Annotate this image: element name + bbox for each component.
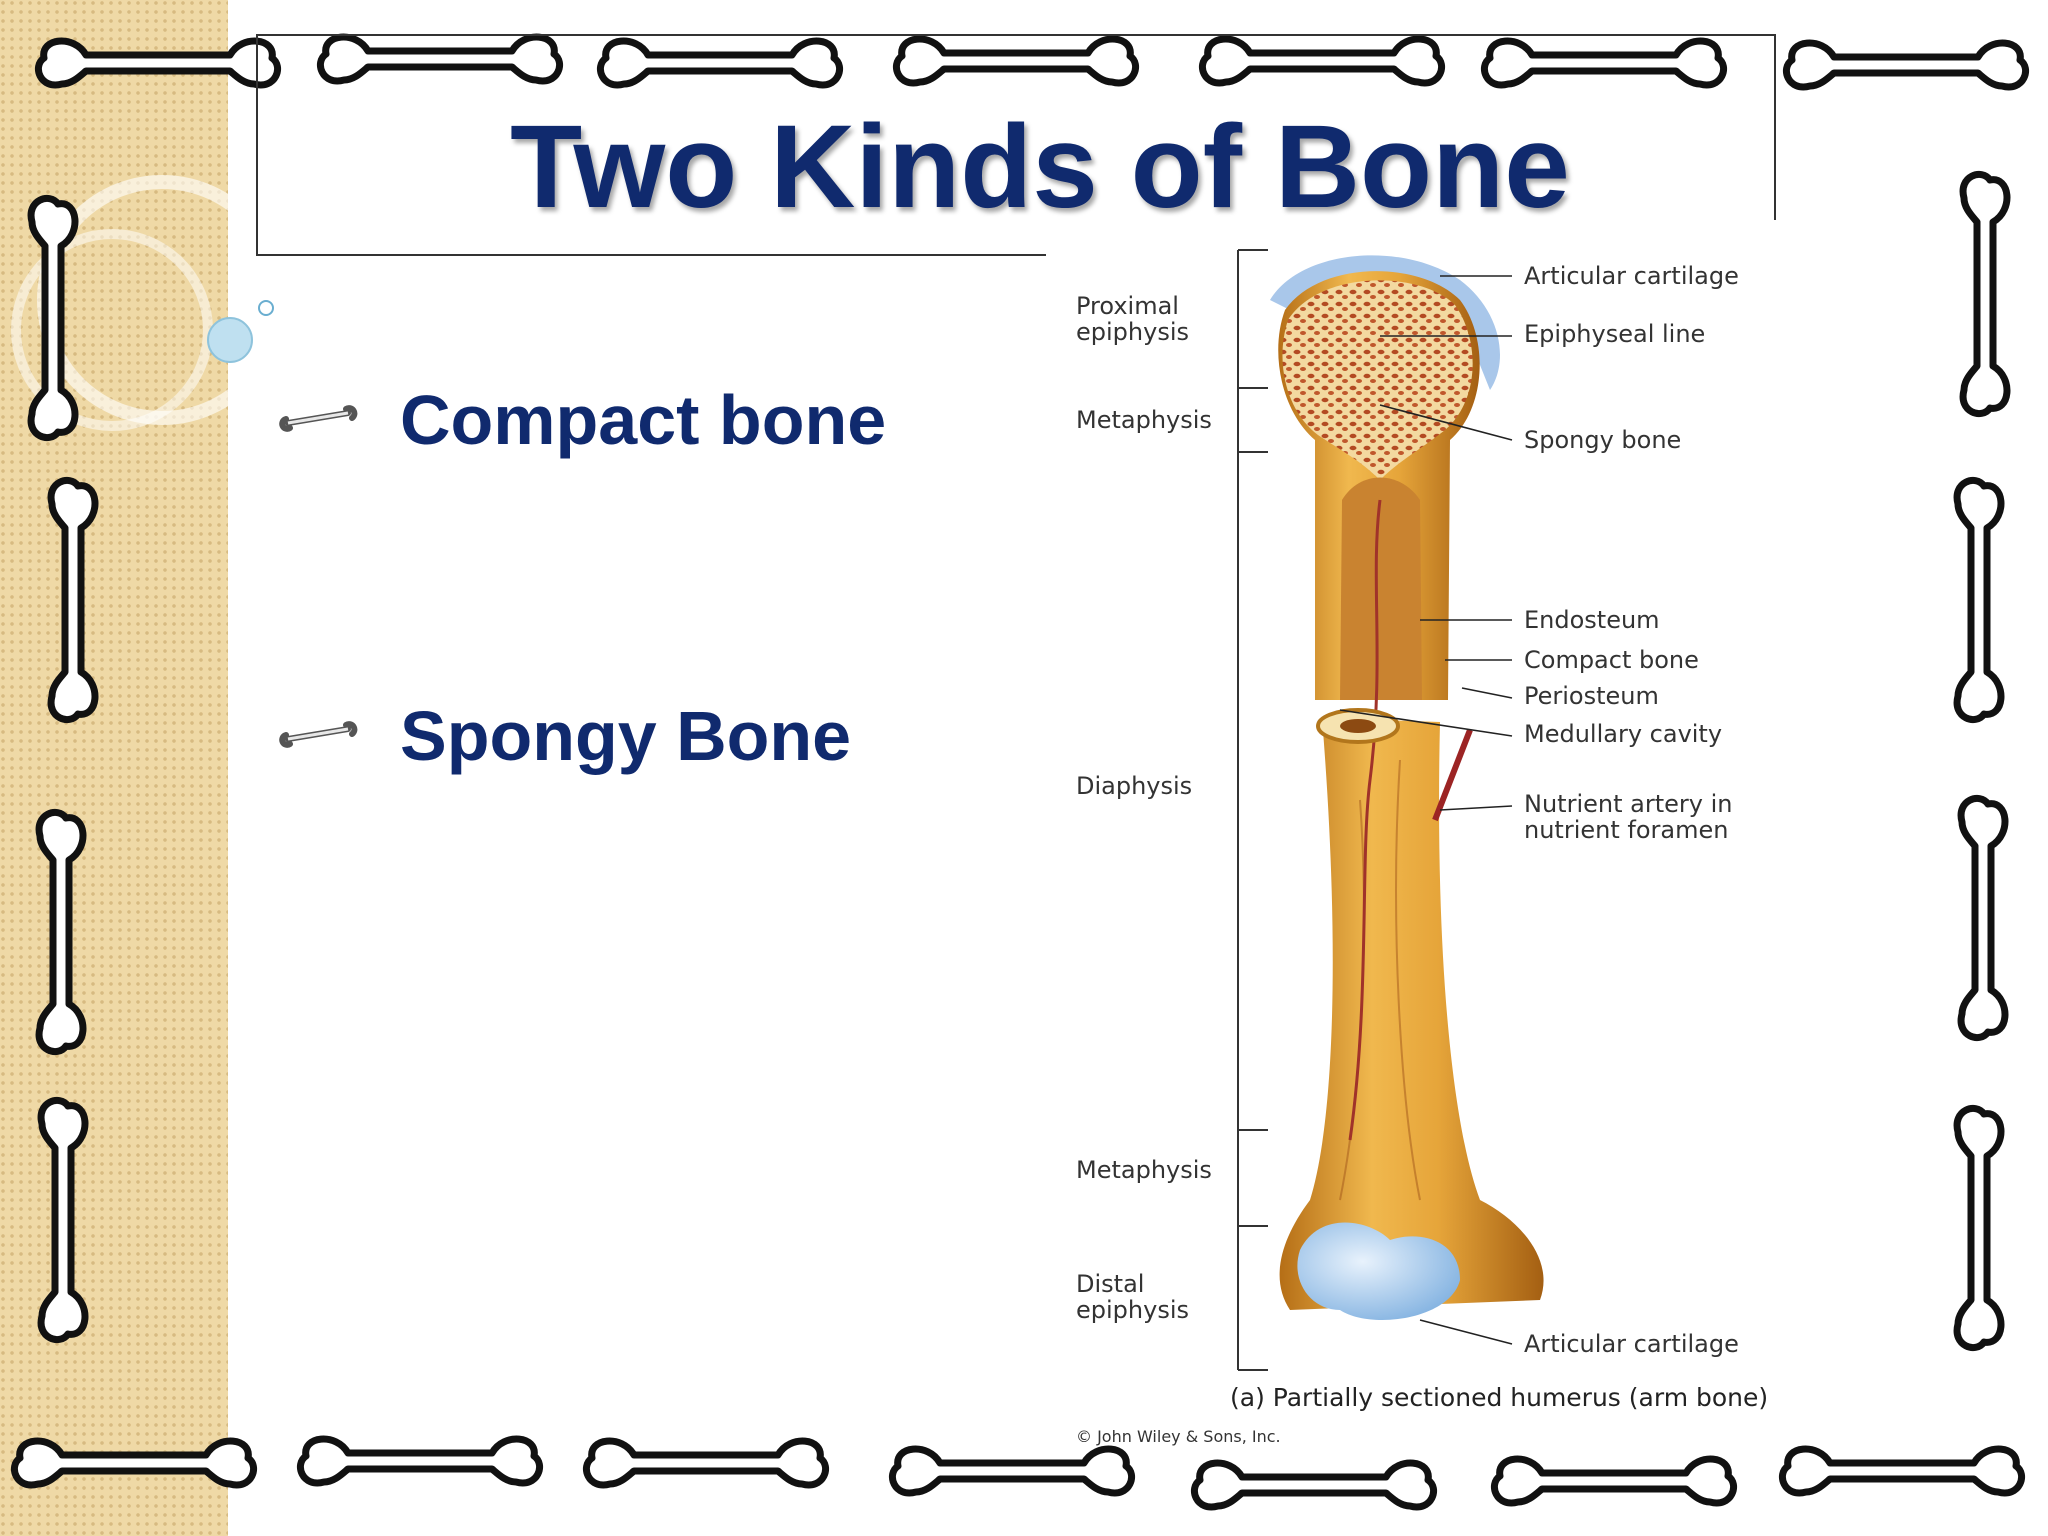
left-decorative-strip [0,0,228,1536]
region-bracket [1237,249,1268,1371]
border-bone-icon [1957,1108,2001,1347]
border-bone-icon [1194,1463,1433,1507]
title-frame-edge [1774,34,1776,220]
title-frame-edge [256,254,1046,256]
label-nutrient-artery: Nutrient artery in [1524,790,1732,818]
humerus-diagram: Proximal epiphysis Metaphysis Diaphysis … [1076,249,1768,1446]
label-periosteum: Periosteum [1524,682,1659,710]
bullet-item: Compact bone [276,380,886,460]
label-epiphyseal-line: Epiphyseal line [1524,320,1705,348]
deco-bubble [258,300,274,316]
label-articular-cartilage-top: Articular cartilage [1524,262,1739,290]
spongy-bone-region [1282,280,1473,480]
border-bone-icon [1786,43,2025,87]
slide-title: Two Kinds of Bone [510,101,1570,233]
label-spongy-bone: Spongy bone [1524,426,1681,454]
bone-bullet-icon [279,405,358,432]
bullet-item: Spongy Bone [276,696,851,776]
border-bone-icon [1963,174,2007,413]
diaphysis-shaft [1279,718,1544,1310]
border-bone-icon [300,1439,539,1483]
leader-lines [1339,275,1513,1345]
label-metaphysis-top: Metaphysis [1076,406,1212,434]
label-distal-epiphysis: Distal [1076,1270,1144,1298]
bullet-text: Spongy Bone [400,697,852,775]
title-frame [256,34,1776,256]
medullary-cavity [1340,477,1422,700]
figure-copyright: © John Wiley & Sons, Inc. [1076,1427,1281,1446]
label-medullary-cavity: Medullary cavity [1524,720,1722,748]
border-bone-icon [1961,798,2005,1037]
figure-caption: (a) Partially sectioned humerus (arm bon… [1230,1383,1768,1412]
bullet-text: Compact bone [400,381,887,459]
label-distal-epiphysis: epiphysis [1076,1296,1189,1324]
label-endosteum: Endosteum [1524,606,1660,634]
label-nutrient-foramen: nutrient foramen [1524,816,1728,844]
label-compact-bone: Compact bone [1524,646,1699,674]
label-metaphysis-bottom: Metaphysis [1076,1156,1212,1184]
label-diaphysis: Diaphysis [1076,772,1192,800]
label-articular-cartilage-bottom: Articular cartilage [1524,1330,1739,1358]
nutrient-artery [1348,499,1382,1141]
border-bone-icon [1494,1459,1733,1503]
label-proximal-epiphysis: Proximal [1076,292,1179,320]
label-proximal-epiphysis: epiphysis [1076,318,1189,346]
border-bone-icon [586,1441,825,1485]
articular-cartilage-bottom [1297,1222,1460,1320]
bone-bullet-icon [279,721,358,748]
border-bone-icon [1957,480,2001,719]
